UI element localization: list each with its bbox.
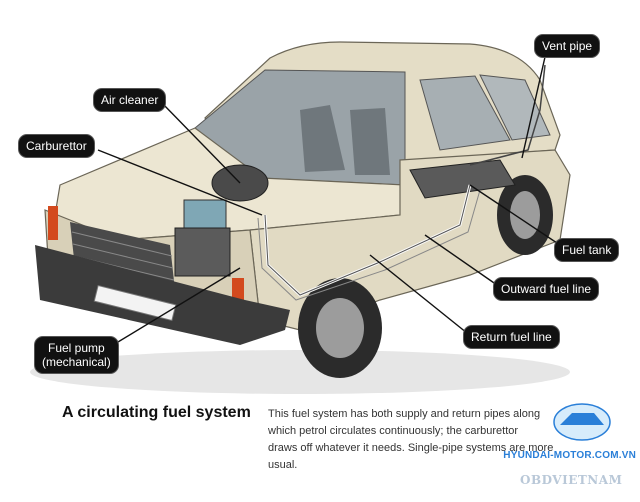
caption-line: which petrol circulates continuously; th… <box>268 425 519 437</box>
caption-line: This fuel system has both supply and ret… <box>268 408 541 420</box>
label-air-cleaner: Air cleaner <box>93 88 167 112</box>
side-window-rear <box>479 74 551 141</box>
label-outward-fuel-line: Outward fuel line <box>493 277 600 301</box>
seat-right <box>350 108 390 175</box>
carburettor-part <box>183 199 227 229</box>
label-fuel-pump: Fuel pump (mechanical) <box>34 336 119 374</box>
leader-air-cleaner <box>161 102 241 184</box>
figure-title: A circulating fuel system <box>62 404 251 421</box>
label-fuel-tank: Fuel tank <box>554 238 620 262</box>
label-return-fuel-line: Return fuel line <box>463 325 560 349</box>
label-fuel-pump-line1: Fuel pump <box>48 341 105 355</box>
grille-bar <box>71 231 173 257</box>
front-hub <box>316 298 364 358</box>
logo-car-shape <box>560 413 604 425</box>
watermark-text: OBDVIETNAM <box>520 473 623 487</box>
grille-bar <box>72 243 174 269</box>
engine-block <box>174 227 231 277</box>
logo-text: HYUNDAI-MOTOR.COM.VN <box>503 450 636 461</box>
outward-line-edge <box>264 184 471 296</box>
leader-return-line <box>369 254 468 334</box>
fuel-tank-part <box>409 159 516 199</box>
vent-pipe-part <box>469 64 546 166</box>
label-carburettor: Carburettor <box>18 134 95 158</box>
seat-left <box>300 105 345 172</box>
figure-caption: This fuel system has both supply and ret… <box>268 406 568 474</box>
label-fuel-pump-line2: (mechanical) <box>42 355 111 369</box>
label-vent-pipe: Vent pipe <box>534 34 601 58</box>
caption-line: usual. <box>268 459 298 471</box>
return-line <box>257 189 481 301</box>
side-window-front <box>419 75 511 151</box>
leader-carburettor <box>97 149 263 216</box>
leader-vent-pipe <box>521 56 546 159</box>
leader-outward-line <box>424 234 498 286</box>
front-bumper <box>35 245 290 345</box>
number-plate <box>93 284 177 322</box>
ground-shadow <box>30 350 570 394</box>
leader-fuel-pump <box>112 267 241 346</box>
caption-line: draws off whatever it needs. Single-pipe… <box>268 442 554 454</box>
indicator-left <box>48 206 58 240</box>
leader-fuel-tank <box>469 184 561 246</box>
